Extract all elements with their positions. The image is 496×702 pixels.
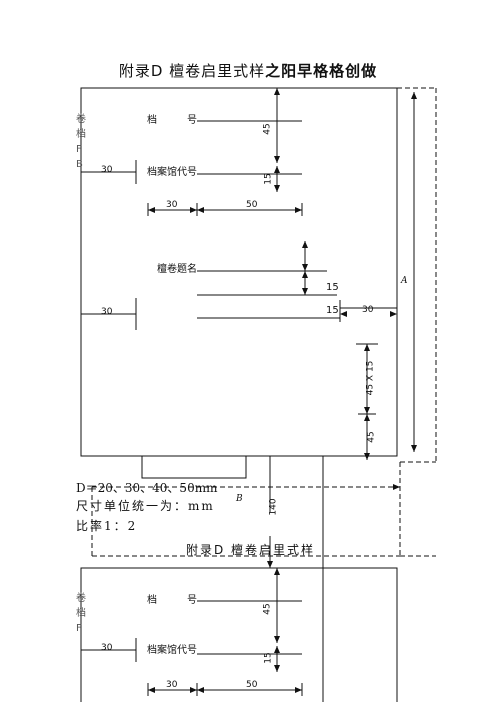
dim-30-left-upper: 30 xyxy=(101,165,113,175)
section-title: 附录D 檀卷启里式样 xyxy=(186,543,316,557)
margin-char: B xyxy=(76,159,83,170)
dim-15-upper: 15 xyxy=(263,173,274,185)
form-border-lower xyxy=(80,567,398,702)
dim-30-left-lower: 30 xyxy=(101,643,113,653)
dim-45-lower: 45 xyxy=(262,603,273,615)
dim-140: 140 xyxy=(268,498,279,516)
dim-b: B xyxy=(236,494,243,504)
dim-30-upper: 30 xyxy=(166,200,178,210)
note-scale: 比率1：2 xyxy=(76,519,138,533)
margin-char: 卷 xyxy=(76,114,86,125)
label-volume-title: 檀卷题名 xyxy=(157,264,197,275)
dim-a: A xyxy=(401,276,408,286)
dim-45-upper: 45 xyxy=(262,123,273,135)
label-dang-lower: 档 xyxy=(147,595,157,606)
dim-50-upper: 50 xyxy=(246,200,258,210)
dim-45-right: 45 xyxy=(366,431,377,443)
label-archive-code-lower: 档案馆代号 xyxy=(147,645,197,656)
label-archive-code: 档案馆代号 xyxy=(147,167,197,178)
dim-15-title-a: 15 xyxy=(326,282,339,293)
note-d-values: D＝20、30、40、50mm xyxy=(76,481,218,495)
form-border-upper xyxy=(80,87,398,457)
margin-char: 档 xyxy=(76,129,86,140)
dim-45x15: 45 X 15 xyxy=(365,360,376,396)
dim-30-left-mid: 30 xyxy=(101,307,113,317)
dim-15-title-b: 15 xyxy=(326,305,339,316)
dim-30-right: 30 xyxy=(362,305,374,315)
margin-char: F xyxy=(76,144,82,155)
dim-15-lower: 15 xyxy=(263,652,274,664)
form-tab xyxy=(141,456,247,479)
margin-char: 档 xyxy=(76,608,86,619)
margin-char: 卷 xyxy=(76,593,86,604)
margin-char: F xyxy=(76,623,82,634)
margin-chars-upper: 卷 档 F B xyxy=(76,112,86,172)
page-title-prefix: 附录D 檀卷启里式样 xyxy=(118,62,266,80)
page-title: 附录D 檀卷启里式样之阳早格格创做 xyxy=(0,60,496,81)
label-dang: 档 xyxy=(147,115,157,126)
label-hao: 号 xyxy=(187,115,197,126)
dim-30-lower: 30 xyxy=(166,680,178,690)
note-units: 尺寸单位统一为：mm xyxy=(76,499,215,513)
label-hao-lower: 号 xyxy=(187,595,197,606)
dim-50-lower: 50 xyxy=(246,680,258,690)
margin-chars-lower: 卷 档 F xyxy=(76,591,86,636)
page-title-suffix: 之阳早格格创做 xyxy=(265,62,378,80)
